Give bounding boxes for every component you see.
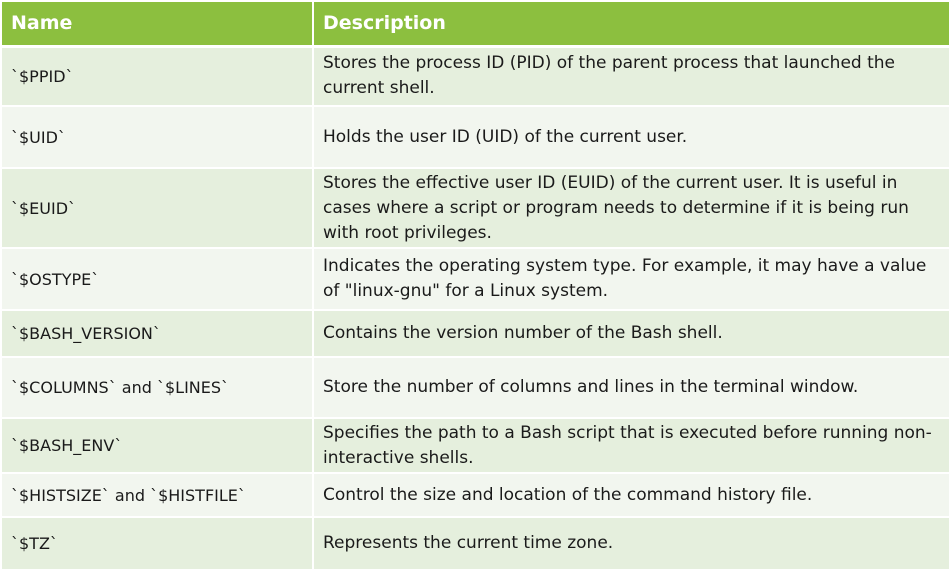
table-row: `$COLUMNS` and `$LINES` Store the number… xyxy=(0,356,950,419)
row-description: Stores the process ID (PID) of the paren… xyxy=(312,45,950,107)
table-row: `$BASH_ENV` Specifies the path to a Bash… xyxy=(0,417,950,474)
table-row: `$PPID` Stores the process ID (PID) of t… xyxy=(0,45,950,107)
table-row: `$TZ` Represents the current time zone. xyxy=(0,516,950,571)
row-name: `$UID` xyxy=(0,105,314,169)
row-description: Control the size and location of the com… xyxy=(312,472,950,518)
table-row: `$UID` Holds the user ID (UID) of the cu… xyxy=(0,105,950,169)
table-row: `$HISTSIZE` and `$HISTFILE` Control the … xyxy=(0,472,950,518)
header-description: Description xyxy=(312,0,950,48)
row-name: `$PPID` xyxy=(0,45,314,107)
row-description: Stores the effective user ID (EUID) of t… xyxy=(312,167,950,249)
table-row: `$BASH_VERSION` Contains the version num… xyxy=(0,309,950,358)
row-name: `$COLUMNS` and `$LINES` xyxy=(0,356,314,419)
row-name: `$BASH_ENV` xyxy=(0,417,314,474)
table-header-row: Name Description xyxy=(0,0,950,48)
row-description: Indicates the operating system type. For… xyxy=(312,247,950,311)
header-name: Name xyxy=(0,0,314,48)
table-row: `$OSTYPE` Indicates the operating system… xyxy=(0,247,950,311)
row-description: Contains the version number of the Bash … xyxy=(312,309,950,358)
row-name: `$TZ` xyxy=(0,516,314,571)
row-description: Store the number of columns and lines in… xyxy=(312,356,950,419)
row-description: Represents the current time zone. xyxy=(312,516,950,571)
table-row: `$EUID` Stores the effective user ID (EU… xyxy=(0,167,950,249)
row-name: `$OSTYPE` xyxy=(0,247,314,311)
row-description: Specifies the path to a Bash script that… xyxy=(312,417,950,474)
row-name: `$HISTSIZE` and `$HISTFILE` xyxy=(0,472,314,518)
row-name: `$BASH_VERSION` xyxy=(0,309,314,358)
row-description: Holds the user ID (UID) of the current u… xyxy=(312,105,950,169)
row-name: `$EUID` xyxy=(0,167,314,249)
